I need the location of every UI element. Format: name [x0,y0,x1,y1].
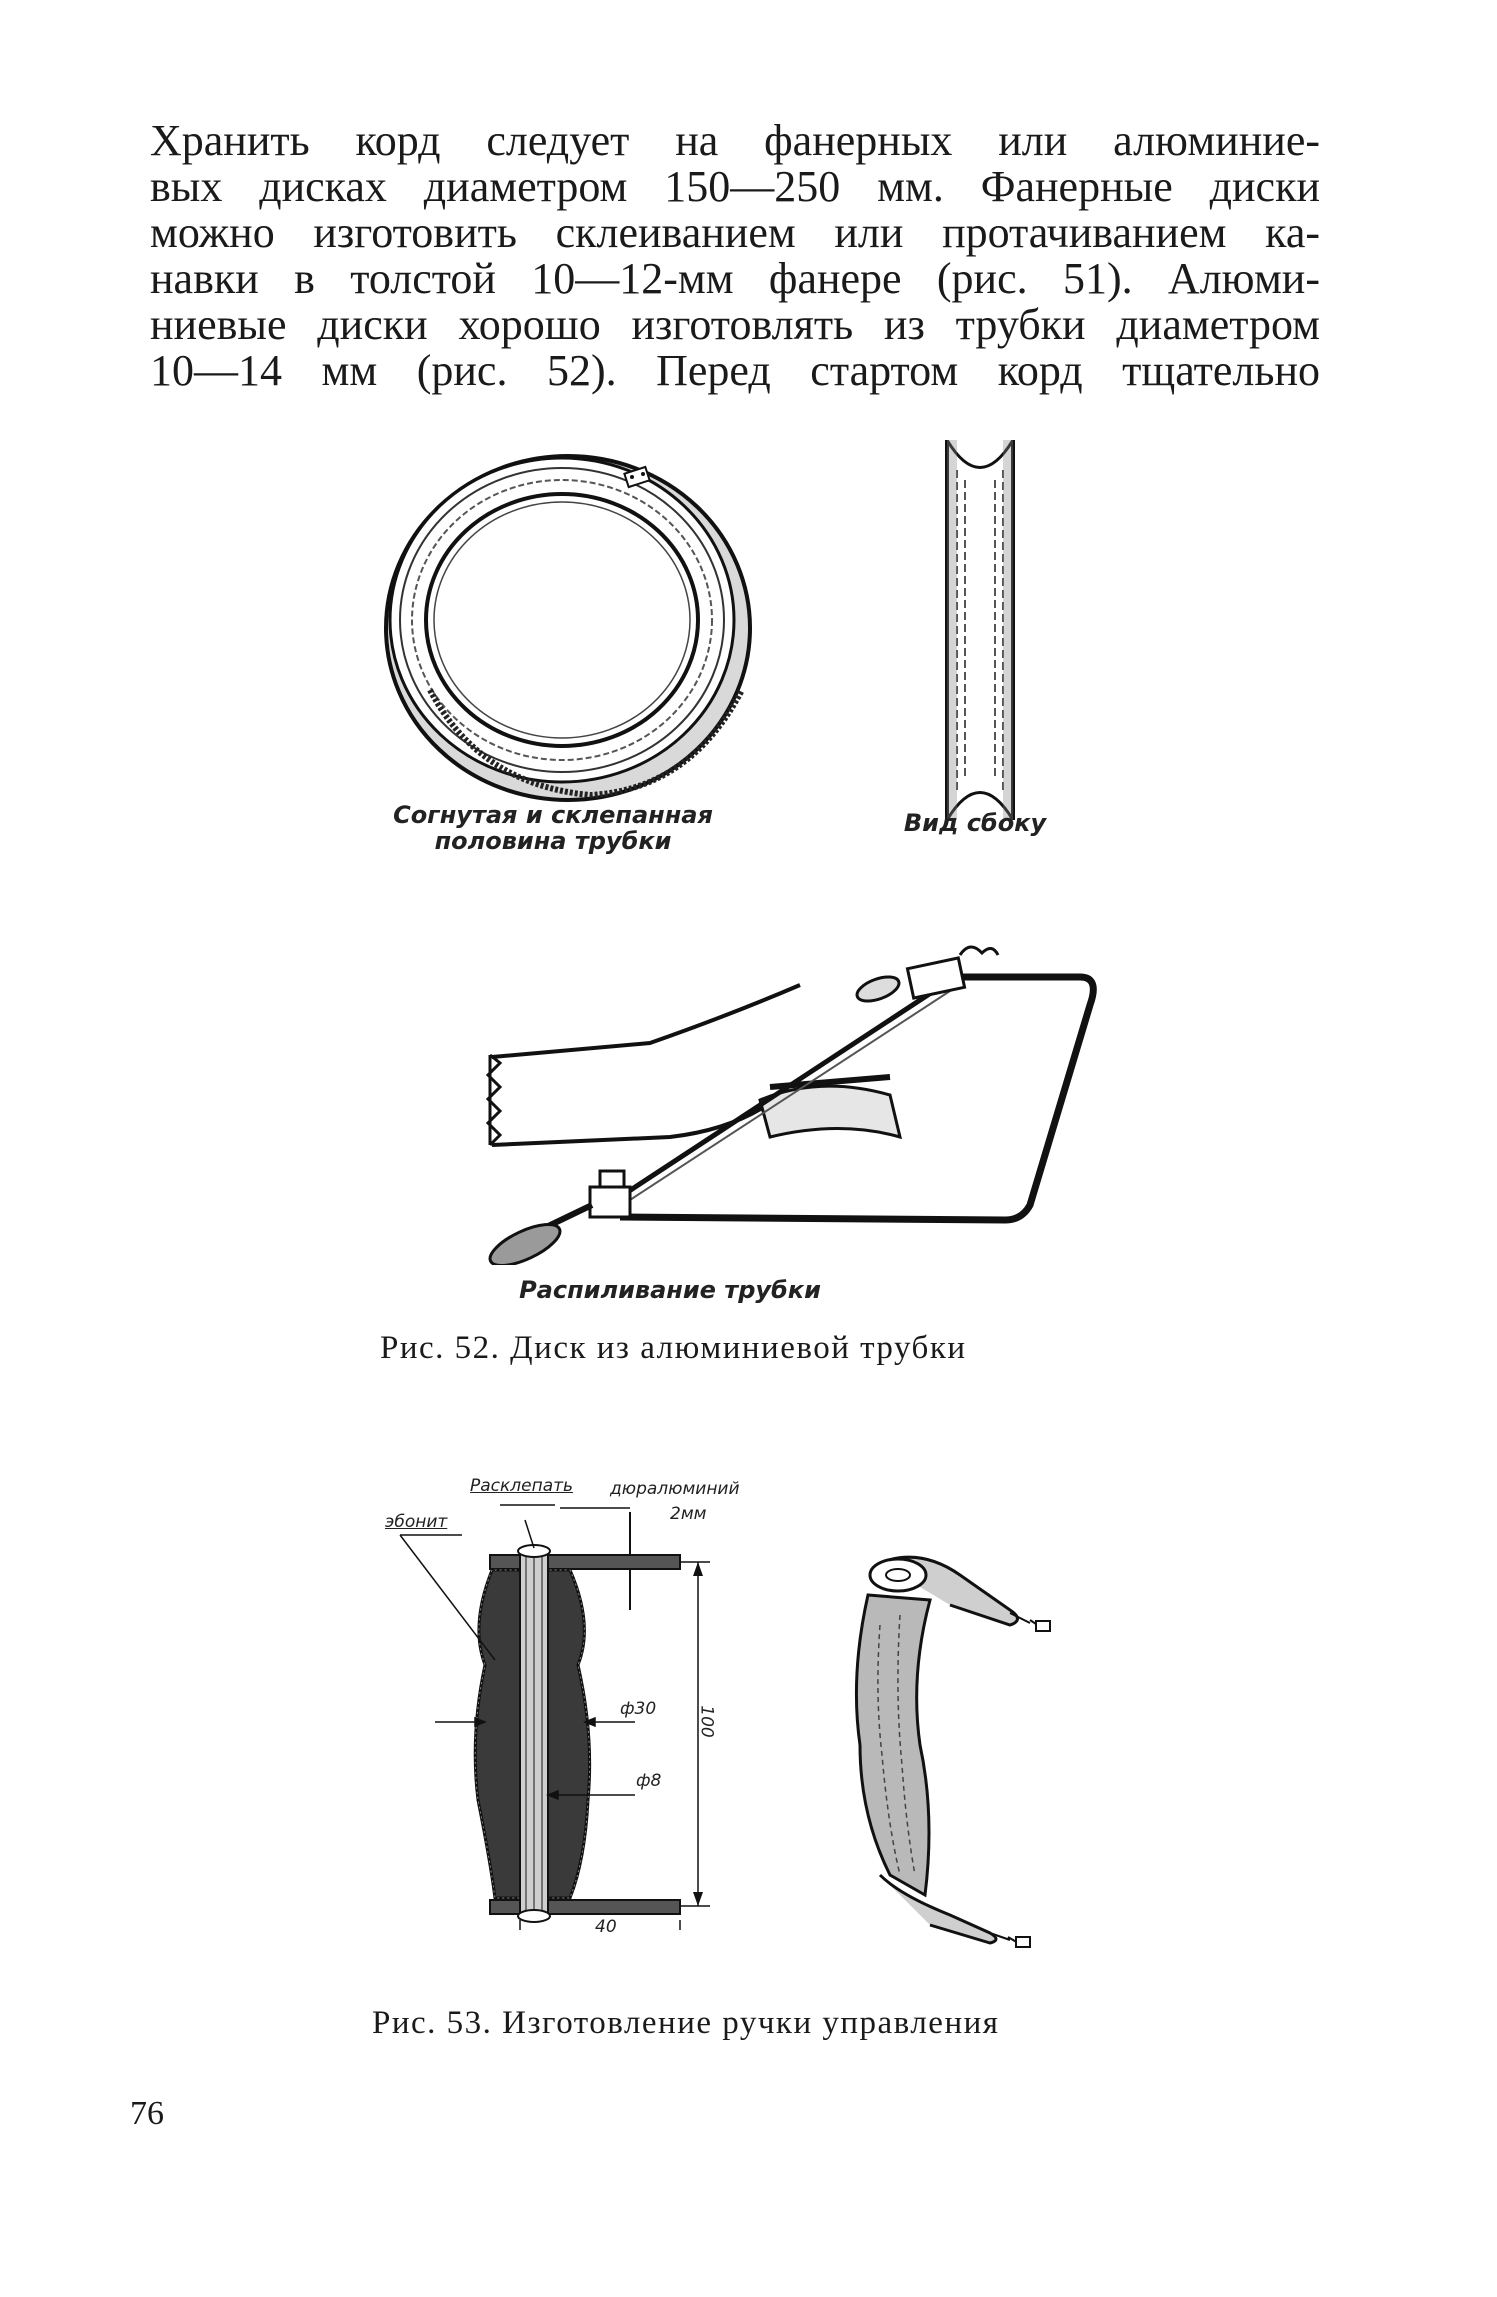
sawing-label: Распиливание трубки [519,1276,821,1304]
width-40-label: 40 [595,1917,617,1937]
text-line: можно изготовить склеиванием или протачи… [150,208,1320,257]
length-100-label: 100 [696,1705,717,1738]
text-line: 10—14 мм (рис. 52). Перед стартом корд т… [150,346,1320,395]
ring-label: Согнутая и склепанная половина трубки [393,801,713,855]
figure-53-caption: Рис. 53. Изготовление ручки управления [372,2005,1000,2041]
duralumin-label: дюралюминий [610,1479,740,1499]
body-paragraph: Хранить корд следует на фанерных или алю… [150,118,1320,394]
side-view-drawing [935,440,1025,820]
diameter-8-label: ф8 [636,1771,662,1791]
ring-drawing [370,440,770,820]
page-number: 76 [130,2095,164,2132]
handle-section-drawing [380,1460,780,1930]
text-line: Хранить корд следует на фанерных или алю… [150,116,1320,165]
ebonite-label: эбонит [385,1512,448,1532]
handle-perspective-drawing [840,1535,1070,1955]
thickness-label: 2мм [670,1504,707,1524]
side-view-label: Вид сбоку [903,809,1047,837]
text-line: вых дисках диаметром 150—250 мм. Фанерны… [150,162,1320,211]
hacksaw-drawing [470,915,1120,1265]
figure-52-caption: Рис. 52. Диск из алюминиевой трубки [380,1330,967,1366]
rivet-label: Расклепать [470,1476,574,1496]
text-line: навки в толстой 10—12-мм фанере (рис. 51… [150,254,1320,303]
diameter-30-label: ф30 [620,1699,657,1719]
text-line: ниевые диски хорошо изготовлять из трубк… [150,300,1320,349]
